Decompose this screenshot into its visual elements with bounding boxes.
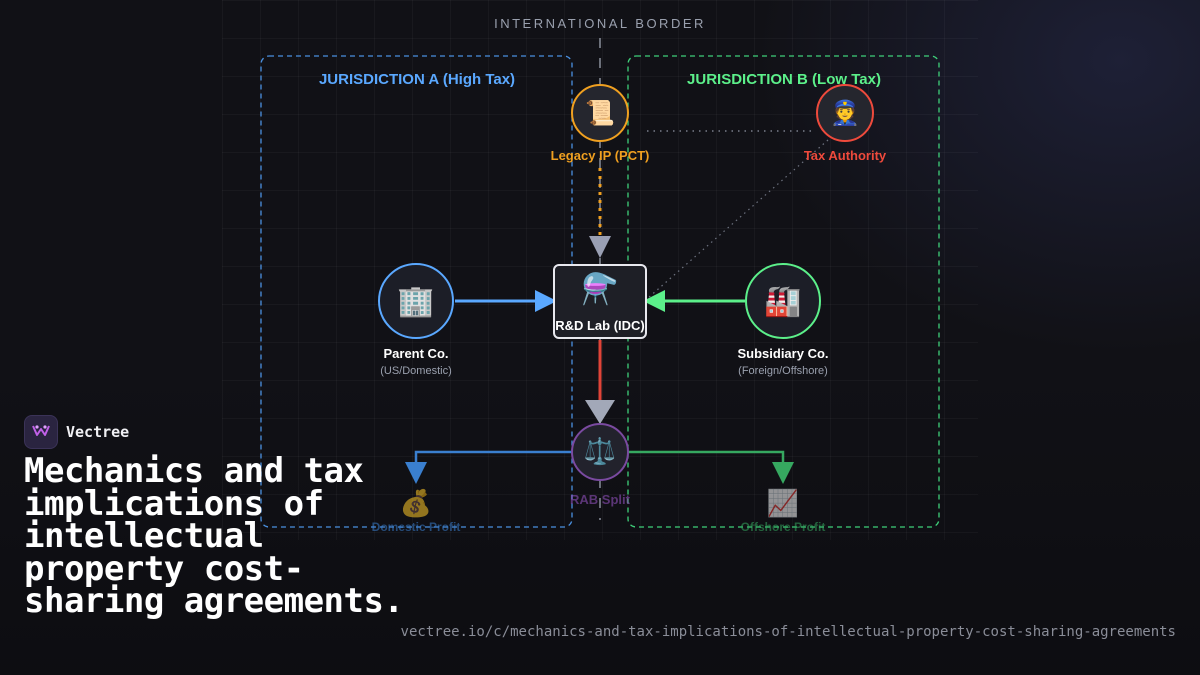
jurisdiction-a-title: JURISDICTION A (High Tax): [318, 71, 516, 88]
legacy-ip-label: Legacy IP (PCT): [550, 148, 650, 163]
rab-split-label: RAB Split: [570, 492, 630, 507]
domestic-arrowhead: [405, 462, 427, 484]
offshore-arrowhead: [772, 462, 794, 484]
parent-node: [378, 263, 454, 339]
brand: Vectree: [24, 415, 129, 449]
rd-to-split-arrowhead: [585, 400, 615, 424]
balance-scale-icon: ⚖️: [583, 437, 617, 467]
offshore-profit-label: Offshore Profit: [740, 520, 826, 534]
office-building-icon: 🏢: [397, 284, 435, 319]
tax-authority-link-diagonal: [647, 139, 829, 299]
split-to-offshore-flow: [628, 450, 785, 464]
parent-sublabel: (US/Domestic): [380, 365, 452, 377]
money-bag-icon: 💰: [399, 489, 433, 519]
legacy-ip-arrowhead: [589, 236, 611, 258]
tax-authority-label: Tax Authority: [803, 148, 887, 163]
page-url[interactable]: vectree.io/c/mechanics-and-tax-implicati…: [400, 624, 1176, 640]
scroll-icon: 📜: [585, 99, 615, 127]
split-to-domestic-flow: [414, 450, 572, 464]
factory-icon: 🏭: [764, 284, 802, 319]
legacy-ip-node: [571, 84, 629, 142]
chart-up-icon: 📈: [766, 489, 800, 519]
rd-lab-label: R&D Lab (IDC): [555, 318, 645, 333]
flask-icon: ⚗️: [581, 272, 619, 307]
subsidiary-node: [745, 263, 821, 339]
rd-lab-node: [553, 264, 647, 339]
vectree-logo-icon: [24, 415, 58, 449]
tax-authority-node: [816, 84, 874, 142]
jurisdiction-b-title: JURISDICTION B (Low Tax): [687, 71, 881, 88]
rab-split-node: [571, 423, 629, 481]
parent-label: Parent Co.: [383, 346, 449, 361]
subsidiary-arrowhead: [643, 290, 665, 312]
page-title: Mechanics and tax implications of intell…: [24, 451, 404, 621]
border-label: INTERNATIONAL BORDER: [494, 16, 706, 31]
brand-name: Vectree: [66, 423, 130, 441]
subsidiary-label: Subsidiary Co.: [737, 346, 829, 361]
parent-arrowhead: [535, 290, 557, 312]
police-officer-icon: 👮: [830, 99, 860, 127]
domestic-profit-label: Domestic Profit: [371, 520, 461, 534]
subsidiary-sublabel: (Foreign/Offshore): [738, 365, 828, 377]
